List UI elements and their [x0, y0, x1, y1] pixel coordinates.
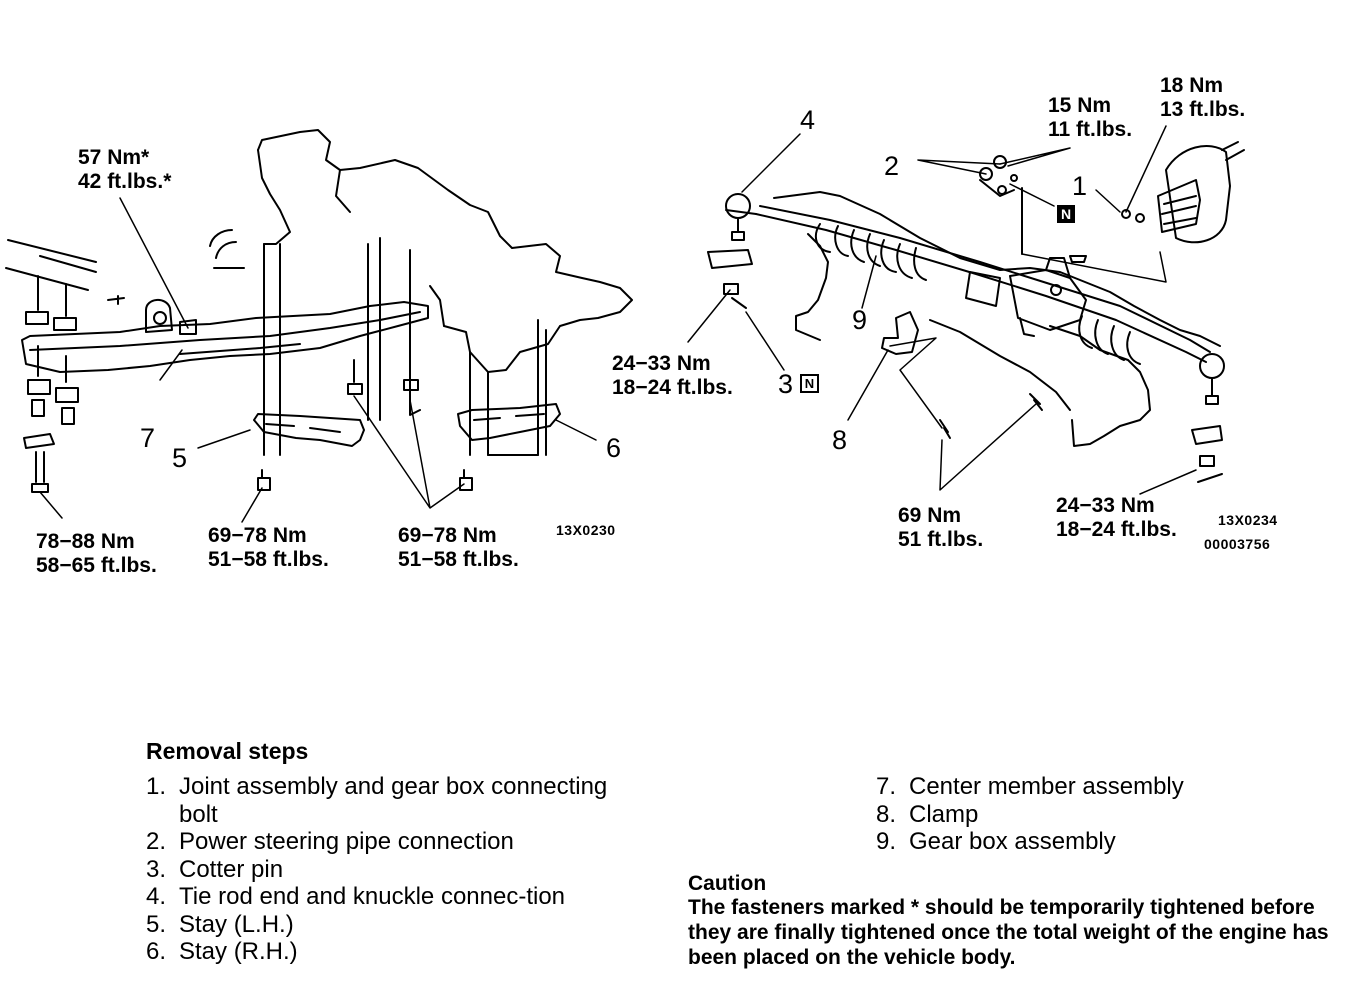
torque-ftlbs: 51 ft.lbs.: [898, 528, 984, 551]
torque-ftlbs: 18−24 ft.lbs.: [1056, 518, 1177, 541]
list-item: 8.Clamp: [876, 800, 979, 828]
torque-label-center-mount: 57 Nm* 42 ft.lbs.*: [78, 146, 171, 194]
tie-rod-end-rh: [1191, 353, 1225, 483]
list-item: 7.Center member assembly: [876, 773, 1184, 800]
stay-lh: [253, 413, 365, 491]
torque-label-tie-rod-rh: 24−33 Nm 18−24 ft.lbs.: [1056, 494, 1177, 542]
torque-label-clamp-bolts: 69 Nm 51 ft.lbs.: [898, 504, 983, 552]
torque-label-stay-bolts: 69−78 Nm 51−58 ft.lbs.: [398, 524, 519, 572]
figure-code-right: 13X0234: [1218, 512, 1278, 528]
torque-nm: 24−33 Nm: [612, 352, 711, 375]
tie-rod-end-lh: [707, 193, 757, 309]
torque-ftlbs: 18−24 ft.lbs.: [612, 376, 733, 399]
callout-3: 3: [778, 369, 794, 399]
right-leader-lines: [687, 125, 1197, 495]
list-item: 9.Gear box assembly: [876, 828, 1116, 855]
left-body-outline: [209, 129, 633, 456]
callout-1: 1: [1072, 171, 1088, 201]
torque-nm: 69−78 Nm: [398, 524, 497, 547]
center-member: [21, 295, 429, 373]
torque-nm: 78−88 Nm: [36, 530, 135, 553]
right-body-outline: [773, 191, 1221, 447]
torque-label-pipe-connection: 15 Nm 11 ft.lbs.: [1048, 94, 1132, 142]
new-part-badge: N: [1057, 205, 1075, 223]
torque-nm: 24−33 Nm: [1056, 494, 1155, 517]
torque-nm: 69−78 Nm: [208, 524, 307, 547]
left-leader-lines: [39, 197, 597, 523]
torque-ftlbs: 42 ft.lbs.*: [78, 170, 172, 193]
figure-code-left: 13X0230: [556, 522, 616, 538]
callout-2: 2: [884, 151, 900, 181]
callout-8: 8: [832, 425, 848, 455]
list-item: 1.Joint assembly and gear box connecting…: [146, 773, 608, 828]
torque-ftlbs: 51−58 ft.lbs.: [398, 548, 519, 571]
callout-4: 4: [800, 105, 816, 135]
left-bolt-stack: [5, 239, 97, 493]
removal-steps-list-right: 7.Center member assembly 8.Clamp 9.Gear …: [876, 773, 1296, 856]
torque-ftlbs: 51−58 ft.lbs.: [208, 548, 329, 571]
clamp-part: [881, 311, 1043, 439]
removal-steps-title: Removal steps: [146, 738, 309, 764]
callout-5: 5: [172, 443, 188, 473]
torque-nm: 69 Nm: [898, 504, 962, 527]
torque-label-bottom-bolt: 78−88 Nm 58−65 ft.lbs.: [36, 530, 157, 578]
torque-label-tie-rod-lh: 24−33 Nm 18−24 ft.lbs.: [612, 352, 733, 400]
torque-label-joint-bolt: 18 Nm 13 ft.lbs.: [1160, 74, 1245, 122]
callout-6: 6: [606, 433, 622, 463]
torque-label-stay-lh-bolt: 69−78 Nm 51−58 ft.lbs.: [208, 524, 329, 572]
list-item: 2.Power steering pipe connection: [146, 828, 514, 855]
steering-joint-boot: [1157, 141, 1245, 244]
list-item: 4.Tie rod end and knuckle connec-tion: [146, 883, 566, 910]
removal-steps-list-left: 1.Joint assembly and gear box connecting…: [146, 773, 616, 966]
torque-nm: 18 Nm: [1160, 74, 1224, 97]
list-item: 3.Cotter pin: [146, 855, 284, 883]
caution-title: Caution: [688, 872, 767, 895]
torque-ftlbs: 13 ft.lbs.: [1160, 98, 1246, 121]
torque-nm: 57 Nm*: [78, 146, 150, 169]
caution-text: The fasteners marked * should be tempora…: [688, 896, 1329, 969]
torque-nm: 15 Nm: [1048, 94, 1112, 117]
torque-ftlbs: 58−65 ft.lbs.: [36, 554, 157, 577]
document-code: 00003756: [1204, 536, 1271, 552]
torque-ftlbs: 11 ft.lbs.: [1048, 118, 1133, 141]
callout-9: 9: [852, 305, 868, 335]
gear-box-assembly: [755, 205, 1211, 365]
list-item: 5.Stay (L.H.): [146, 910, 294, 938]
pipe-fittings: [979, 155, 1145, 255]
callout-7: 7: [140, 423, 156, 453]
left-small-bolts: [347, 359, 419, 395]
list-item: 6.Stay (R.H.): [146, 938, 298, 965]
new-part-badge-cotter: N: [800, 374, 819, 393]
stay-rh: [457, 403, 561, 491]
